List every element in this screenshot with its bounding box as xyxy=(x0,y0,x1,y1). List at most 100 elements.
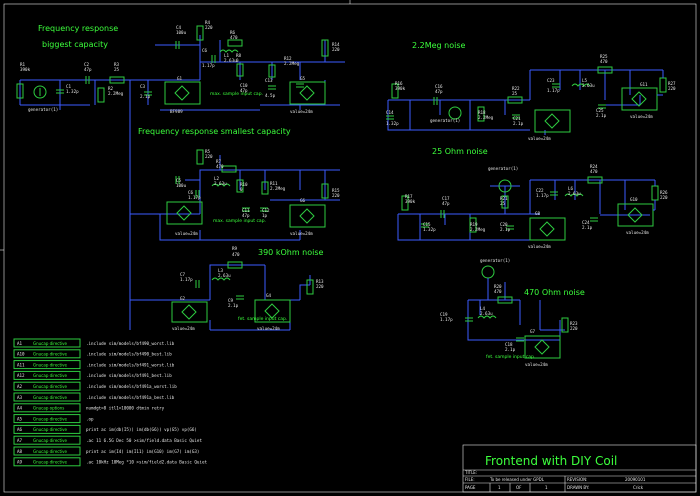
label-r15: R15 xyxy=(332,188,340,193)
value-r2: 2.2Meg xyxy=(108,91,124,96)
directive-text: .include sim/models/bf491a_best.lib xyxy=(86,395,175,400)
directive-type: Gnucap directive xyxy=(33,341,68,346)
label-r17: R17 xyxy=(405,194,413,199)
value-c5: 100u xyxy=(176,183,187,188)
directive-box xyxy=(13,349,81,359)
directive-tag: A6 xyxy=(17,427,23,432)
directive-text: print ac im(I4) im(I11) im(G10) im(G7) i… xyxy=(86,449,199,454)
note-fet-cap-1: fet. sample input cap. xyxy=(238,316,287,322)
directive-text: .ac 11 6.5G Dec 50 >sim/field.data Basic… xyxy=(86,438,202,443)
heading-freq-small: Frequency response smallest capacity xyxy=(138,127,291,136)
value-c9: 2.1p xyxy=(228,303,239,308)
label-r16: R16 xyxy=(395,81,403,86)
directive-type: Gnucap directive xyxy=(33,449,68,454)
label-c13: C13 xyxy=(265,78,273,83)
value-c4: 100u xyxy=(176,30,187,35)
value-r13: 220 xyxy=(316,284,324,289)
value-r26: 220 xyxy=(660,195,668,200)
directive-tag: A5 xyxy=(17,416,23,421)
value-c20: 2.1p xyxy=(500,227,511,232)
directive-tag: A10 xyxy=(17,352,25,357)
directive-type: Gnucap directive xyxy=(33,352,68,357)
value-c1: 1.32p xyxy=(66,89,79,94)
directive-text: .include sim/models/bf491_best.lib xyxy=(86,373,172,378)
note-fet-cap-2: fet. sample input cap. xyxy=(486,354,535,360)
generator-symbol-3 xyxy=(498,179,512,193)
directive-box xyxy=(13,338,81,348)
value-c12: 1p xyxy=(262,213,268,218)
value-r8: 0 xyxy=(236,58,239,63)
value-r10: 0 xyxy=(240,187,243,192)
value-c18: 2.1p xyxy=(505,347,516,352)
directive-text: .include sim/models/bf491_worst.lib xyxy=(86,362,175,367)
label-l2: L2 xyxy=(214,176,220,181)
g4-block xyxy=(254,299,291,323)
value-r27: 220 xyxy=(668,86,676,91)
title-block: Frontend with DIY Coil TITLE: FILE: To b… xyxy=(462,444,697,493)
g9-block xyxy=(534,109,571,133)
value-c13: 4.5p xyxy=(265,93,276,98)
value-c7: 1.17p xyxy=(180,277,193,282)
label-g6: G6 xyxy=(300,198,306,203)
label-l4: L4 xyxy=(480,306,486,311)
label-r8: R8 xyxy=(236,53,242,58)
value-l5: 2.63u xyxy=(582,83,595,88)
value-r19: 2.2Meg xyxy=(470,227,486,232)
directive-box xyxy=(13,424,81,434)
directive-box xyxy=(13,403,81,413)
value-r23: 220 xyxy=(570,326,578,331)
directive-text: .include sim/models/bf490_worst.lib xyxy=(86,341,175,346)
value-l4: 2.63u xyxy=(480,311,493,316)
value-c19: 1.17p xyxy=(440,317,453,322)
label-l5: L5 xyxy=(582,78,588,83)
label-c19: C19 xyxy=(440,312,448,317)
directive-text: .ac 10kHz 10Meg *10 >sim/field2.data Bas… xyxy=(86,460,207,465)
value-g6-left: value=24m xyxy=(175,231,198,236)
value-g11: value=24m xyxy=(630,114,653,119)
label-c21: C21 xyxy=(513,116,521,121)
label-c11: C11 xyxy=(242,208,250,213)
label-r26: R26 xyxy=(660,190,668,195)
generator-symbol-4 xyxy=(481,265,495,279)
label-r1: R1 xyxy=(20,62,26,67)
value-r18: 2.2Meg xyxy=(478,115,494,120)
directive-tag: A12 xyxy=(17,373,25,378)
g5-block xyxy=(289,81,326,105)
title-label: TITLE: xyxy=(464,470,477,475)
value-r5: 220 xyxy=(205,154,213,159)
g2-block xyxy=(171,301,208,323)
label-l6: L6 xyxy=(568,186,574,191)
value-r1: 390k xyxy=(20,67,31,72)
value-r9: 470 xyxy=(232,252,240,257)
value-c25: 2.1p xyxy=(596,113,607,118)
label-c6-small: C6 xyxy=(188,190,194,195)
file-label: FILE: xyxy=(465,477,475,482)
value-g10: value=24m xyxy=(626,230,649,235)
value-r11: 2.2Meg xyxy=(270,186,286,191)
directive-tag: A4 xyxy=(17,406,23,411)
value-c16: 47p xyxy=(435,89,443,94)
generator-symbol xyxy=(33,85,47,99)
label-c23: C23 xyxy=(547,78,555,83)
label-c14: C14 xyxy=(386,110,394,115)
label-r25: R25 xyxy=(600,54,608,59)
value-c10: 47p xyxy=(240,88,248,93)
label-c5: C5 xyxy=(176,178,182,183)
value-l1: 2.63u xyxy=(224,58,237,63)
value-l2: 2.63u xyxy=(214,181,227,186)
label-r11: R11 xyxy=(270,181,278,186)
g6-block xyxy=(289,204,326,228)
label-r5: R5 xyxy=(205,149,211,154)
value-c23: 1.17p xyxy=(547,88,560,93)
of-value: 1 xyxy=(545,485,548,490)
drawn-by-value: Crick xyxy=(633,485,644,490)
directive-box xyxy=(13,360,81,370)
label-c6: C6 xyxy=(202,48,208,53)
note-max-cap-1: max. sample input cap. xyxy=(210,91,263,97)
label-r3: R3 xyxy=(114,62,120,67)
